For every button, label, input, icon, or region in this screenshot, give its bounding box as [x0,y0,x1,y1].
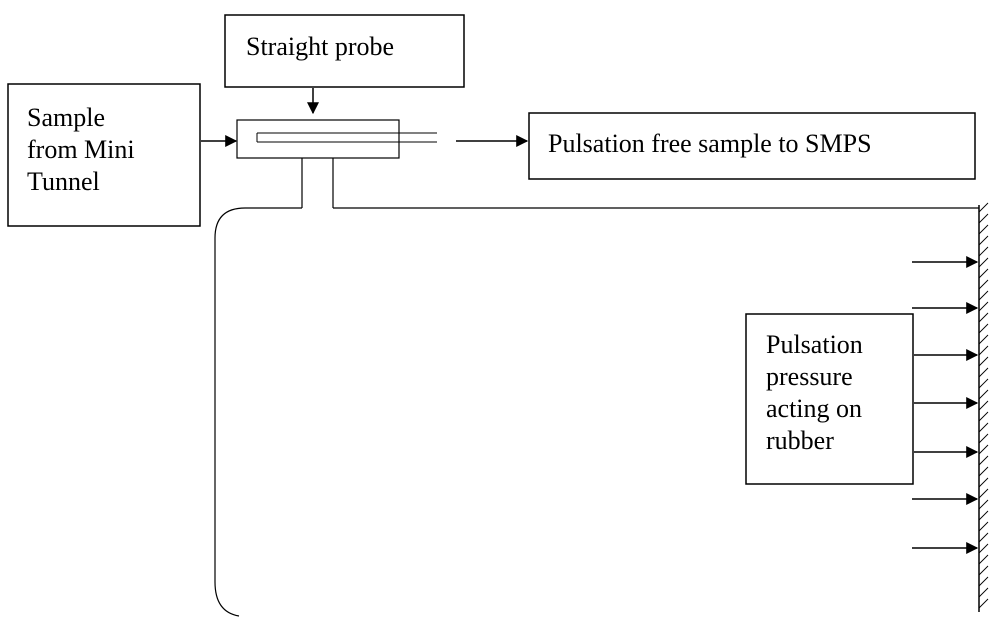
membrane-hatch [978,279,989,290]
membrane-hatch [978,356,989,367]
membrane-hatch [978,598,989,609]
membrane-hatch [978,235,989,246]
membrane-hatch [978,389,989,400]
membrane-hatch [978,499,989,510]
pressure-line-1: Pulsation [766,330,863,359]
membrane-hatch [978,367,989,378]
membrane-hatch [978,290,989,301]
straight-probe-box: Straight probe [224,14,465,88]
pressure-line-4: rubber [766,426,834,455]
membrane-hatch [978,521,989,532]
pressure-arrows [912,256,979,554]
rubber-membrane [978,202,989,612]
membrane-hatch [978,400,989,411]
sample-source-line-2: from Mini [27,135,135,164]
membrane-hatch [978,532,989,543]
membrane-hatch [978,565,989,576]
membrane-hatch [978,378,989,389]
membrane-hatch [978,488,989,499]
membrane-hatch [978,510,989,521]
membrane-hatch [978,576,989,587]
sample-source-line-3: Tunnel [27,167,100,196]
tee-neck [301,158,334,208]
membrane-hatch [978,587,989,598]
straight-probe-label: Straight probe [246,32,394,61]
membrane-hatch [978,213,989,224]
sample-source-label: Sample from Mini Tunnel [27,103,141,196]
membrane-hatch [978,477,989,488]
membrane-hatch [978,301,989,312]
tee-housing [236,119,400,159]
membrane-hatch [978,433,989,444]
sample-source-line-1: Sample [27,103,105,132]
membrane-hatch [978,455,989,466]
membrane-hatch [978,257,989,268]
membrane-hatch [978,411,989,422]
membrane-hatch [978,268,989,279]
output-box: Pulsation free sample to SMPS [528,112,976,180]
membrane-hatch [978,312,989,323]
membrane-hatch [978,246,989,257]
pressure-line-2: pressure [766,362,853,391]
pressure-label: Pulsation pressure acting on rubber [766,330,869,455]
membrane-hatch [978,224,989,235]
sample-source-box: Sample from Mini Tunnel [7,83,201,227]
membrane-hatch [978,422,989,433]
straight-probe-tube [256,132,437,143]
pressure-line-3: acting on [766,394,862,423]
pressure-label-box: Pulsation pressure acting on rubber [745,313,914,485]
membrane-hatch [978,323,989,334]
membrane-hatch [978,466,989,477]
membrane-hatch [978,202,989,213]
membrane-hatch [978,444,989,455]
output-label: Pulsation free sample to SMPS [548,129,872,158]
pulsation-reservoir [214,207,302,617]
membrane-hatch [978,334,989,345]
membrane-hatch [978,543,989,554]
membrane-hatch [978,345,989,356]
membrane-hatch [978,554,989,565]
